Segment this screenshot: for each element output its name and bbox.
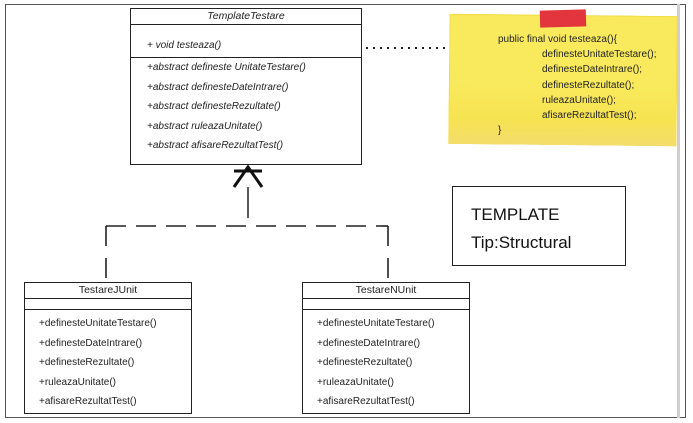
subclass-method: +definesteUnitateTestare() — [39, 318, 157, 329]
class-separator — [303, 309, 469, 310]
note-code-line: definesteUnitateTestare(); — [542, 49, 657, 61]
subclass-box-junit: TestareJUnit +definesteUnitateTestare() … — [24, 282, 192, 414]
subclass-method: +ruleazaUnitate() — [317, 376, 394, 388]
abstract-method: +abstract definesteRezultate() — [147, 101, 281, 112]
note-code-line: afisareRezultatTest(); — [542, 110, 637, 122]
template-class-title: TemplateTestare — [131, 9, 361, 25]
subclass-method: +definesteRezultate() — [39, 357, 135, 368]
subclass-method: +ruleazaUnitate() — [39, 376, 116, 388]
template-class-box: TemplateTestare + void testeaza() +abstr… — [130, 8, 362, 165]
abstract-method: +abstract afisareRezultatTest() — [147, 140, 284, 151]
class-separator — [131, 57, 361, 58]
pattern-label-box: TEMPLATE Tip:Structural — [452, 186, 626, 266]
note-code-header: public final void testeaza(){ — [498, 34, 617, 45]
abstract-method: +abstract definesteDateIntrare() — [147, 81, 289, 93]
note-code-line: definesteDateIntrare(); — [542, 64, 643, 76]
note-tape — [539, 9, 587, 28]
abstract-method: +abstract ruleazaUnitate() — [147, 120, 263, 132]
note-code-footer: } — [498, 125, 502, 137]
template-method: + void testeaza() — [147, 40, 222, 51]
class-gap — [131, 25, 361, 37]
note-code-line: definesteRezultate(); — [542, 79, 635, 91]
frame-edge — [677, 4, 680, 418]
subclass-title: TestareNUnit — [303, 283, 469, 299]
subclass-method: +afisareRezultatTest() — [39, 396, 137, 407]
subclass-method: +definesteRezultate() — [317, 357, 413, 368]
class-separator — [25, 309, 191, 310]
subclass-method: +definesteUnitateTestare() — [317, 318, 435, 329]
pattern-title: TEMPLATE — [471, 205, 560, 224]
note-code: public final void testeaza(){ definesteUn… — [498, 32, 657, 138]
subclass-method: +definesteDateIntrare() — [39, 337, 143, 349]
pattern-type: Tip:Structural — [471, 233, 572, 252]
subclass-method: +afisareRezultatTest() — [317, 396, 415, 407]
subclass-box-nunit: TestareNUnit +definesteUnitateTestare() … — [302, 282, 470, 414]
subclass-title: TestareJUnit — [25, 283, 191, 299]
note-code-line: ruleazaUnitate(); — [542, 94, 616, 106]
subclass-method: +definesteDateIntrare() — [317, 337, 421, 349]
abstract-method: +abstract defineste UnitateTestare() — [147, 62, 306, 73]
inheritance-arrow-head — [232, 164, 264, 188]
